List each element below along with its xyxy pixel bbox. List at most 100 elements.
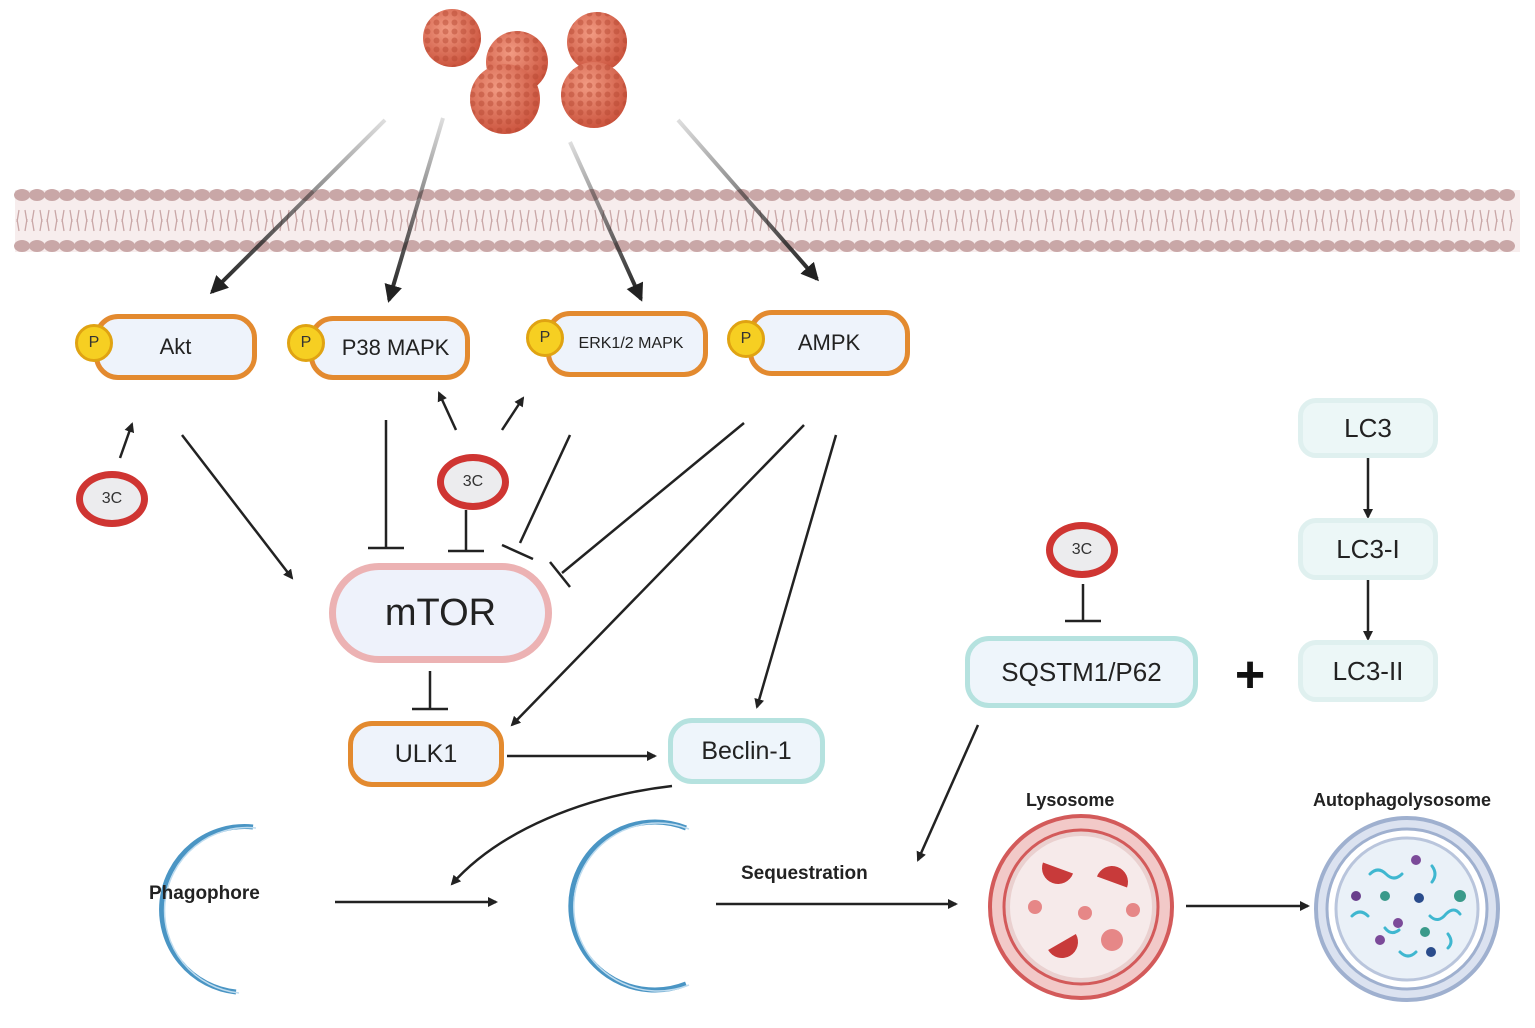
lipid-tail (856, 218, 868, 232)
plus-sign: + (1235, 646, 1265, 704)
fragment (1428, 908, 1462, 921)
lipid-tail (496, 218, 508, 232)
lipid-head (524, 240, 540, 252)
ulk1-label: ULK1 (394, 739, 458, 768)
lipid-tail (1366, 218, 1378, 232)
lipid-head (749, 240, 765, 252)
lc3-ii-label: LC3-II (1332, 655, 1404, 686)
lipid-tail (1246, 218, 1258, 232)
lipid-tail (1036, 218, 1048, 232)
lipid-head (869, 189, 885, 201)
lipid-head (104, 189, 120, 201)
protease-3c-sqstm: 3C (1046, 522, 1118, 578)
lipid-head (914, 189, 930, 201)
phagophore-arc (159, 824, 254, 995)
lipid-head (1124, 240, 1140, 252)
lipid-head (89, 240, 105, 252)
phospho-label: P (300, 334, 312, 351)
lipid-head (1214, 240, 1230, 252)
lipid-tail (1081, 218, 1093, 232)
lipid-head (854, 189, 870, 201)
lipid-head (1484, 189, 1500, 201)
fragment-dot (1351, 891, 1361, 901)
protease-3c-akt: 3C (76, 471, 148, 527)
lipid-tail (436, 218, 448, 232)
lipid-head (89, 189, 105, 201)
lipid-tail (736, 218, 748, 232)
lipid-tail (1201, 218, 1213, 232)
lipid-tail (331, 218, 343, 232)
autophagolysosome-lumen (1334, 836, 1480, 982)
degraded-dots (1351, 855, 1466, 957)
lipid-head (1229, 240, 1245, 252)
lipid-head (1349, 240, 1365, 252)
lipid-tail (61, 218, 73, 232)
lipid-head (1064, 189, 1080, 201)
lipid-head (134, 189, 150, 201)
lipid-head (239, 240, 255, 252)
lipid-tail (526, 218, 538, 232)
lipid-head (1109, 189, 1125, 201)
lipid-head (974, 189, 990, 201)
lipid-head (1064, 240, 1080, 252)
lipid-tail (391, 218, 403, 232)
lipid-head (959, 189, 975, 201)
virus-particle-texture (470, 64, 540, 134)
lipid-head (554, 189, 570, 201)
lipid-tail (1411, 218, 1423, 232)
fragment-dot (1411, 855, 1421, 865)
lipid-head (1439, 240, 1455, 252)
lipid-head (1079, 240, 1095, 252)
mtor-node: mTOR (329, 563, 552, 663)
lipid-head (494, 240, 510, 252)
lipid-tail (661, 218, 673, 232)
arrow-virus-akt (209, 118, 387, 295)
fragment-dot (1454, 890, 1466, 902)
lipid-tail (511, 218, 523, 232)
lipid-head (119, 240, 135, 252)
lipid-tail (301, 218, 313, 232)
lysosome-label: Lysosome (1026, 790, 1115, 810)
lipid-tail (1021, 218, 1033, 232)
lipid-head (1004, 189, 1020, 201)
lipid-head (209, 240, 225, 252)
phospho-label: P (88, 334, 100, 351)
lipid-head (1409, 189, 1425, 201)
arrow-virus-erk (568, 141, 644, 302)
lipid-head (1334, 189, 1350, 201)
lipid-tail (1381, 218, 1393, 232)
lipid-tail (31, 218, 43, 232)
lipid-head (1379, 240, 1395, 252)
phagophore-arc-inner (163, 826, 257, 994)
protease-3c-center: 3C (437, 454, 509, 510)
lipid-head (389, 189, 405, 201)
lipid-head (104, 240, 120, 252)
lipid-tail (1261, 218, 1273, 232)
lipid-tail (541, 218, 553, 232)
lipid-tail (931, 218, 943, 232)
ampk-phospho-badge: P (727, 320, 765, 358)
lipid-head (704, 240, 720, 252)
lc3-label: LC3 (1344, 412, 1392, 443)
lipid-tail (886, 218, 898, 232)
lipid-head (1139, 189, 1155, 201)
lipid-head (269, 240, 285, 252)
lipid-head (989, 240, 1005, 252)
lipid-head (449, 189, 465, 201)
lipid-head (704, 189, 720, 201)
lipid-tail (646, 218, 658, 232)
lipid-head (794, 189, 810, 201)
lipid-tail (1441, 218, 1453, 232)
lipid-tail (451, 218, 463, 232)
lipid-tail (91, 218, 103, 232)
fragment (1430, 864, 1437, 884)
lipid-head (1049, 240, 1065, 252)
lipid-head (164, 189, 180, 201)
lipid-head (329, 240, 345, 252)
lipid-tail (916, 218, 928, 232)
lipid-head (629, 189, 645, 201)
lipid-head (1184, 240, 1200, 252)
lipid-tail (631, 218, 643, 232)
erk-phospho-badge: P (526, 319, 564, 357)
